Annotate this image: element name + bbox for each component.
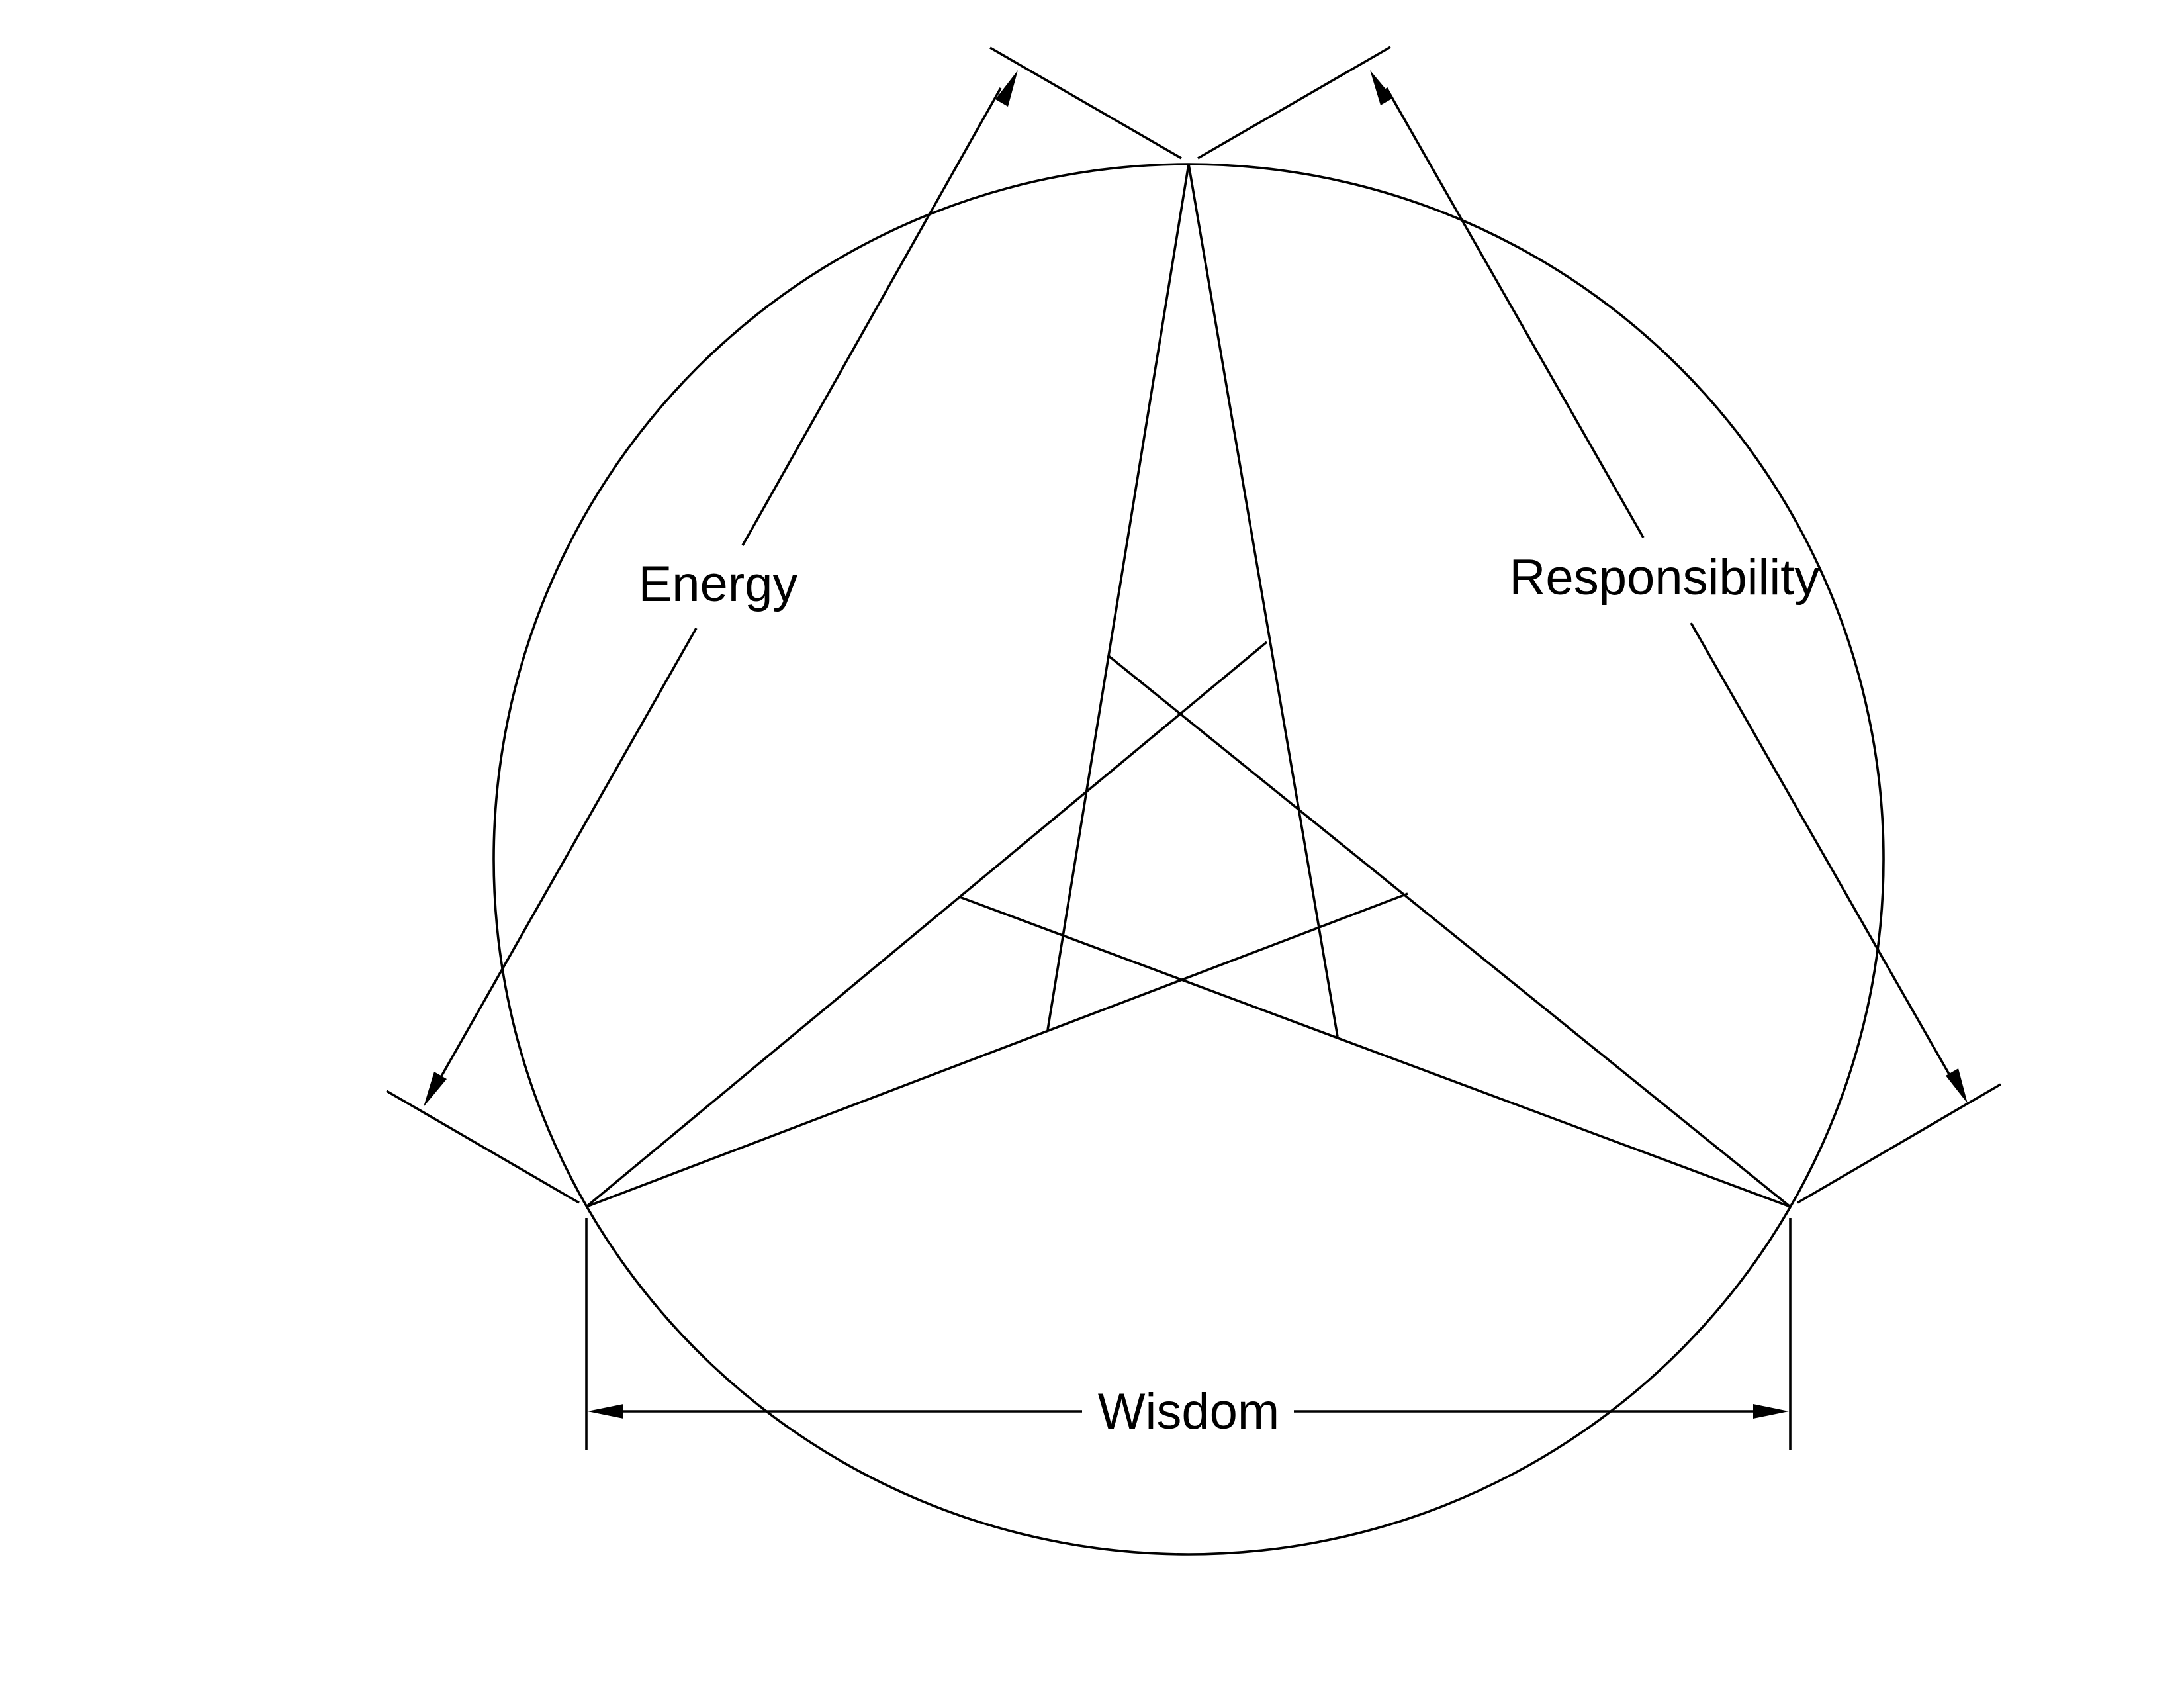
energy-dimension: Energy — [424, 70, 1018, 1107]
extension-top-left — [989, 46, 1182, 160]
responsibility-arrowhead-top — [1370, 70, 1393, 105]
energy-dimension-line-upper — [741, 87, 1002, 546]
right-spoke-lower — [959, 896, 1791, 1208]
responsibility-arrowhead-bottom — [1946, 1068, 1968, 1103]
responsibility-dimension: Responsibility — [1370, 70, 1968, 1103]
extension-lines — [386, 46, 2001, 1450]
wisdom-arrowhead-left — [588, 1404, 623, 1419]
energy-arrowhead-top — [995, 70, 1018, 107]
extension-right — [1797, 1083, 2001, 1204]
extension-top-right — [1197, 46, 1391, 160]
extension-left — [386, 1090, 580, 1204]
energy-arrowhead-bottom — [424, 1072, 447, 1107]
top-spoke-right — [1187, 164, 1339, 1037]
wisdom-dimension: Wisdom — [588, 1383, 1789, 1440]
left-spoke-lower — [586, 892, 1408, 1208]
outer-circle — [492, 163, 1885, 1556]
left-spoke-upper — [585, 641, 1268, 1208]
energy-dimension-line-lower — [433, 628, 698, 1090]
responsibility-label: Responsibility — [1510, 549, 1820, 606]
right-spoke-upper — [1107, 654, 1792, 1208]
wisdom-arrowhead-right — [1753, 1404, 1789, 1419]
energy-label: Energy — [639, 556, 798, 612]
inner-figure — [585, 164, 1792, 1208]
responsibility-dimension-line-lower — [1690, 622, 1957, 1086]
wisdom-label: Wisdom — [1098, 1383, 1279, 1440]
responsibility-dimension-line-upper — [1385, 87, 1645, 538]
top-spoke-left — [1046, 164, 1190, 1031]
